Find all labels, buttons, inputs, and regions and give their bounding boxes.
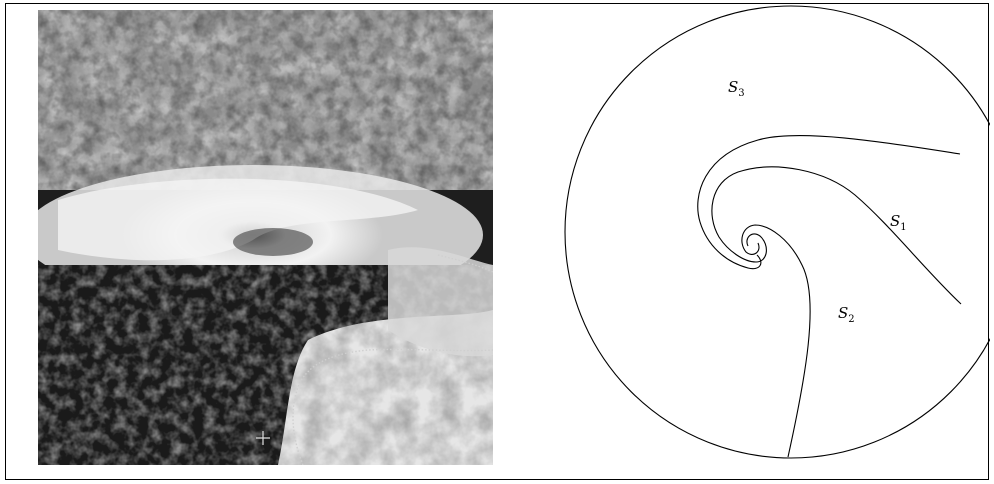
spiral-tail-curve xyxy=(741,224,811,458)
satellite-cyclone-image xyxy=(38,10,493,465)
region-label-s3: S3 xyxy=(728,78,745,99)
spiral-curve-inner xyxy=(711,166,962,305)
region-diagram: S3 S1 S2 xyxy=(520,0,994,480)
spiral-curve-outer xyxy=(697,135,961,270)
boundary-circle xyxy=(564,5,994,459)
region-label-s2: S2 xyxy=(838,304,855,325)
region-label-s1: S1 xyxy=(890,212,907,233)
